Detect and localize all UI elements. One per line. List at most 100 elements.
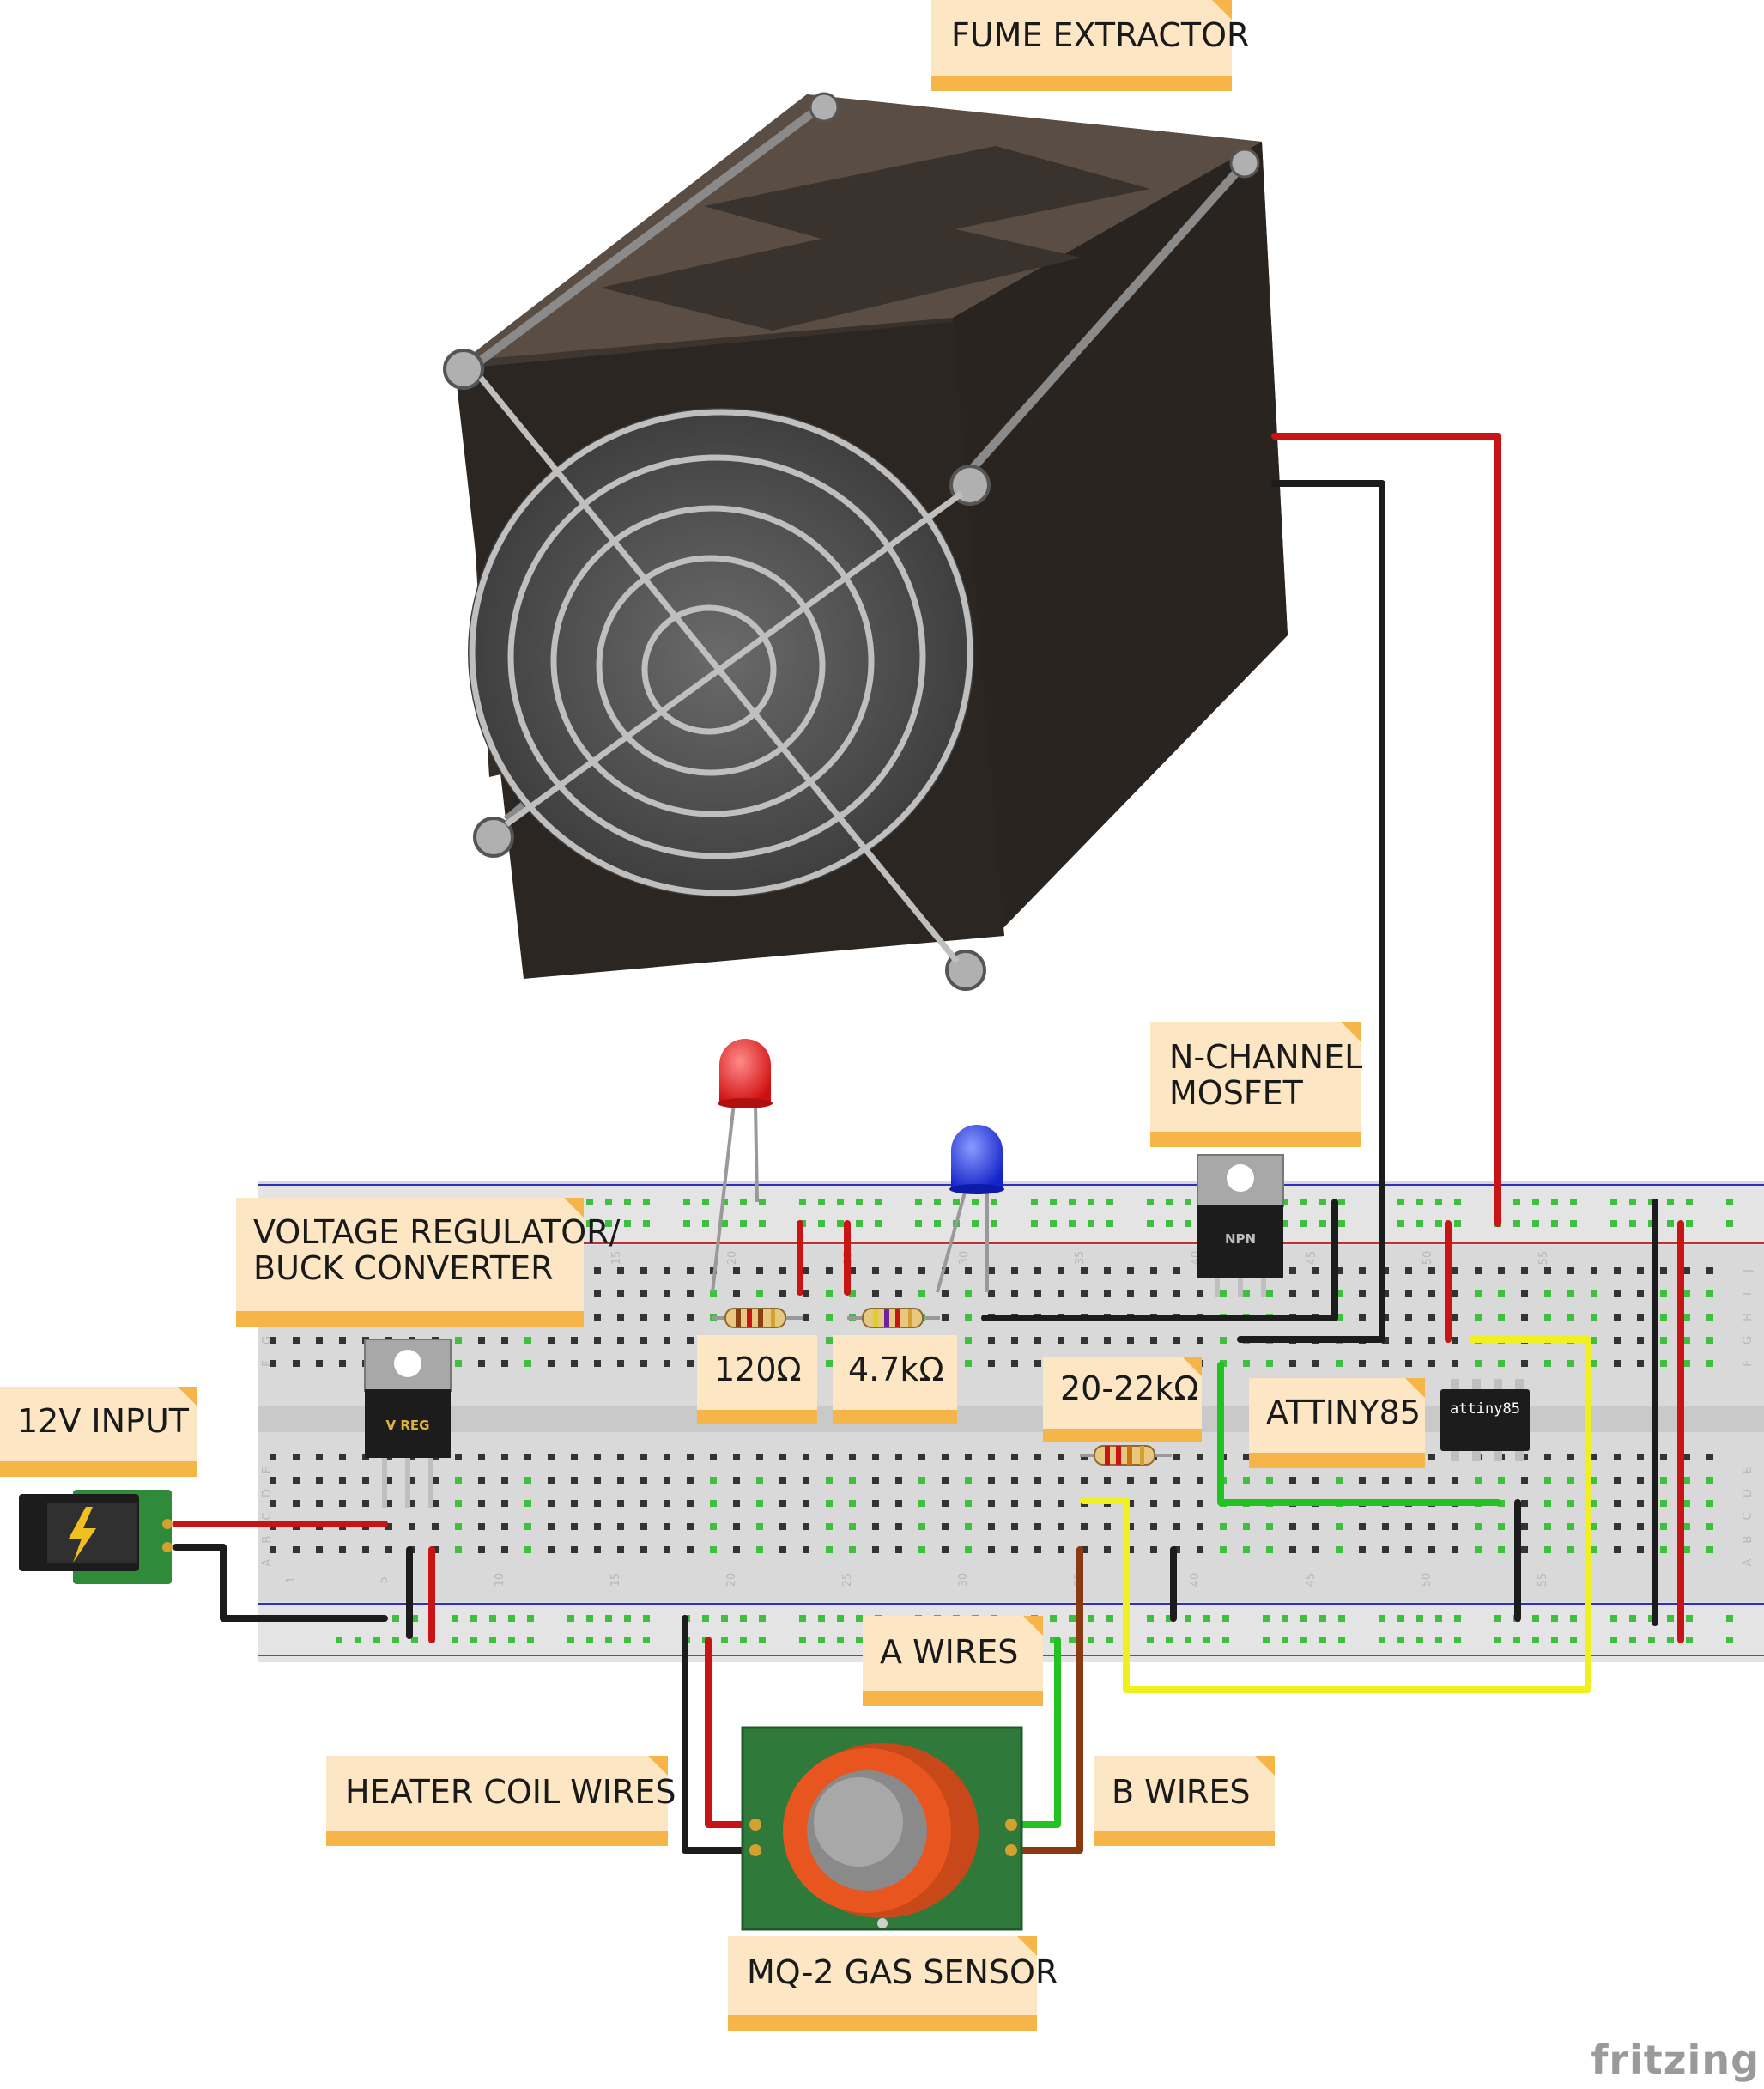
breadboard-hole	[1081, 1337, 1088, 1344]
breadboard-hole	[478, 1500, 485, 1507]
breadboard-hole	[1591, 1337, 1597, 1344]
breadboard-hole	[1081, 1290, 1088, 1297]
breadboard-hole	[988, 1523, 995, 1530]
breadboard-hole	[1300, 1637, 1307, 1643]
breadboard-hole	[640, 1500, 647, 1507]
breadboard-hole	[1532, 1199, 1539, 1205]
breadboard-hole	[594, 1477, 601, 1484]
breadboard-hole	[1266, 1360, 1273, 1367]
breadboard-hole	[895, 1454, 902, 1460]
note-fume-extractor: FUME EXTRACTOR	[931, 0, 1249, 91]
breadboard-hole	[1637, 1337, 1644, 1344]
breadboard-hole	[1475, 1477, 1482, 1484]
breadboard-hole	[316, 1546, 323, 1553]
wire-b-brown	[1008, 1546, 1083, 1854]
breadboard-hole	[1629, 1220, 1636, 1227]
breadboard-tick-label: 10	[494, 1573, 506, 1588]
breadboard-hole	[1637, 1523, 1644, 1530]
breadboard-hole	[1435, 1637, 1442, 1643]
breadboard-hole	[640, 1477, 647, 1484]
breadboard-hole	[1614, 1523, 1621, 1530]
breadboard-hole	[1726, 1637, 1733, 1643]
breadboard-hole	[501, 1360, 508, 1367]
breadboard-hole	[385, 1477, 392, 1484]
breadboard-hole	[1405, 1267, 1412, 1274]
breadboard-hole	[872, 1290, 879, 1297]
breadboard-hole	[702, 1615, 709, 1622]
breadboard-hole	[1282, 1637, 1288, 1643]
breadboard-hole	[1637, 1360, 1644, 1367]
breadboard-hole	[826, 1546, 833, 1553]
breadboard-hole	[1289, 1290, 1296, 1297]
breadboard-hole	[594, 1267, 601, 1274]
breadboard-hole	[1706, 1360, 1713, 1367]
breadboard-hole	[988, 1546, 995, 1553]
breadboard-hole	[1498, 1477, 1505, 1484]
breadboard-tick-label: 5	[378, 1576, 391, 1583]
breadboard-hole	[1591, 1477, 1597, 1484]
breadboard-hole	[1088, 1615, 1094, 1622]
breadboard-hole	[1220, 1337, 1227, 1344]
breadboard-hole	[1319, 1615, 1326, 1622]
breadboard-hole	[918, 1523, 925, 1530]
breadboard-hole	[664, 1337, 670, 1344]
breadboard-hole	[617, 1454, 624, 1460]
breadboard-hole	[501, 1523, 508, 1530]
breadboard-hole	[895, 1500, 902, 1507]
breadboard-hole	[710, 1546, 717, 1553]
breadboard-hole	[1220, 1546, 1227, 1553]
label-22k-ohm: 20-22kΩ	[1060, 1369, 1198, 1407]
breadboard-hole	[605, 1615, 612, 1622]
breadboard-hole	[1359, 1314, 1366, 1321]
label-mosfet-line1: N-CHANNEL	[1169, 1038, 1362, 1076]
breadboard-hole	[918, 1500, 925, 1507]
breadboard-hole	[1660, 1500, 1667, 1507]
breadboard-hole	[339, 1337, 346, 1344]
label-vreg-line1: VOLTAGE REGULATOR/	[253, 1213, 621, 1251]
breadboard-hole	[942, 1454, 949, 1460]
breadboard-hole	[501, 1337, 508, 1344]
breadboard-hole	[1011, 1523, 1018, 1530]
breadboard-hole	[1637, 1267, 1644, 1274]
breadboard-hole	[1416, 1199, 1423, 1205]
label-vreg-line2: BUCK CONVERTER	[253, 1249, 554, 1287]
breadboard-hole	[1521, 1500, 1528, 1507]
breadboard-hole	[1263, 1637, 1270, 1643]
mq2-gas-sensor	[741, 1726, 1023, 1931]
breadboard-hole	[1034, 1454, 1041, 1460]
breadboard-hole	[1011, 1290, 1018, 1297]
breadboard-hole	[1683, 1523, 1690, 1530]
breadboard-hole	[779, 1290, 786, 1297]
breadboard-hole	[664, 1454, 670, 1460]
breadboard-hole	[733, 1546, 740, 1553]
breadboard-hole	[1660, 1477, 1667, 1484]
breadboard-hole	[1106, 1220, 1113, 1227]
breadboard-hole	[1544, 1523, 1551, 1530]
breadboard-hole	[478, 1477, 485, 1484]
breadboard-hole	[818, 1199, 825, 1205]
breadboard-hole	[1397, 1615, 1404, 1622]
breadboard-hole	[1591, 1454, 1597, 1460]
breadboard-hole	[803, 1267, 809, 1274]
breadboard-hole	[1359, 1546, 1366, 1553]
breadboard-hole	[1637, 1314, 1644, 1321]
breadboard-hole	[1382, 1337, 1389, 1344]
breadboard-hole	[1034, 1337, 1041, 1344]
breadboard-hole	[895, 1477, 902, 1484]
breadboard-hole	[1382, 1523, 1389, 1530]
breadboard-hole	[849, 1500, 856, 1507]
breadboard-hole	[826, 1523, 833, 1530]
breadboard-hole	[942, 1290, 949, 1297]
breadboard-hole	[740, 1220, 747, 1227]
breadboard-hole	[1475, 1523, 1482, 1530]
breadboard-hole	[1683, 1546, 1690, 1553]
breadboard-hole	[1686, 1199, 1693, 1205]
breadboard-hole	[293, 1500, 300, 1507]
breadboard-hole	[455, 1523, 462, 1530]
breadboard-hole	[1614, 1477, 1621, 1484]
breadboard-hole	[918, 1546, 925, 1553]
breadboard-hole	[740, 1199, 747, 1205]
breadboard-hole	[455, 1477, 462, 1484]
breadboard-hole	[710, 1290, 717, 1297]
breadboard-tick-label: 55	[1537, 1573, 1549, 1588]
